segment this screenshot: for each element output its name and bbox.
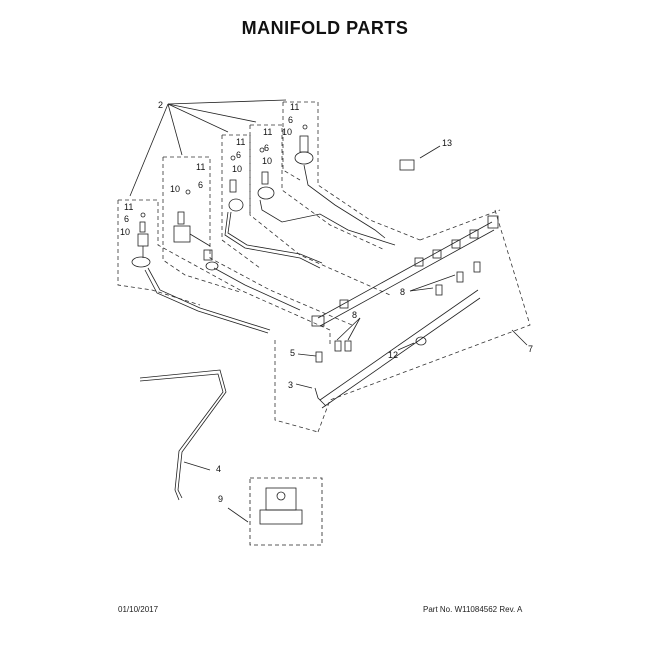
part-9-regulator xyxy=(227,477,323,546)
part-4-tube xyxy=(139,369,227,501)
leader-lines-2 xyxy=(129,99,287,197)
callout-12: 12 xyxy=(388,350,398,360)
valve-assembly-1 xyxy=(131,212,271,334)
callout-10: 10 xyxy=(282,127,292,137)
callout-8: 8 xyxy=(352,310,357,320)
part-12-grommet xyxy=(397,336,427,351)
leader-7 xyxy=(511,329,528,346)
callout-9: 9 xyxy=(218,494,223,504)
callout-3: 3 xyxy=(288,380,293,390)
callout-labels: 2 11 6 10 11 6 10 11 6 10 11 6 10 11 6 1… xyxy=(120,100,533,504)
callout-11: 11 xyxy=(263,127,272,137)
valve-assembly-3 xyxy=(224,155,323,269)
dashed-group-boxes xyxy=(117,101,531,433)
callout-10: 10 xyxy=(232,164,242,174)
callout-6: 6 xyxy=(124,214,129,224)
callout-6: 6 xyxy=(264,143,269,153)
valve-assembly-5 xyxy=(294,124,386,239)
callout-6: 6 xyxy=(236,150,241,160)
callout-2: 2 xyxy=(158,100,163,110)
manifold-pipe xyxy=(311,215,499,409)
valve-assembly-4 xyxy=(257,147,396,246)
callout-11: 11 xyxy=(290,102,299,112)
callout-13: 13 xyxy=(442,138,452,148)
callout-10: 10 xyxy=(262,156,272,166)
callout-10: 10 xyxy=(170,184,180,194)
footer-date: 01/10/2017 xyxy=(118,605,159,614)
page-title: MANIFOLD PARTS xyxy=(241,18,409,38)
callout-11: 11 xyxy=(124,202,133,212)
callout-5: 5 xyxy=(290,348,295,358)
orifices-8 xyxy=(297,261,481,363)
callout-6: 6 xyxy=(288,115,293,125)
callout-11: 11 xyxy=(236,137,245,147)
valve-assembly-2 xyxy=(173,189,301,311)
callout-6: 6 xyxy=(198,180,203,190)
callout-10: 10 xyxy=(120,227,130,237)
callout-11: 11 xyxy=(196,162,205,172)
part-13-clip xyxy=(399,145,441,171)
callout-4: 4 xyxy=(216,464,221,474)
part-3-clip xyxy=(295,383,327,407)
callout-7: 7 xyxy=(528,344,533,354)
footer-part-number: Part No. W11084562 Rev. A xyxy=(423,605,523,614)
callout-8: 8 xyxy=(400,287,405,297)
